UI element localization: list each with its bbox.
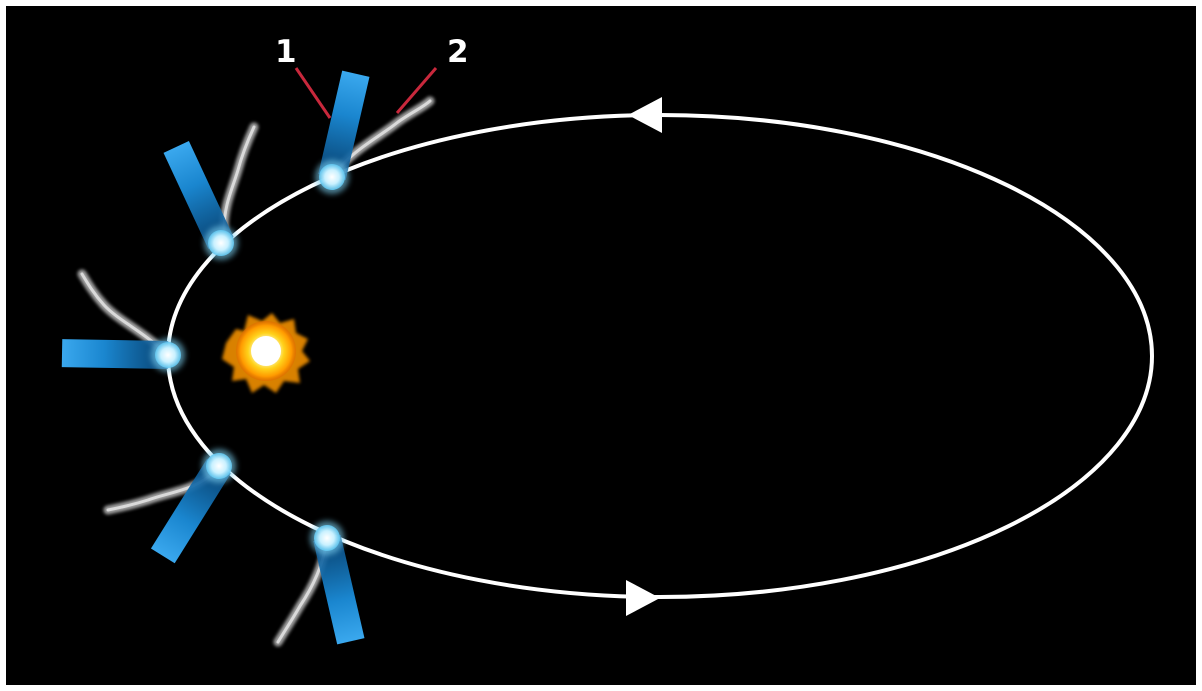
comet-icon [103,443,242,565]
orbit-direction-arrow-icon [628,97,662,133]
orbit-direction-arrow-icon [626,580,660,616]
label-1-leader-line [294,67,332,119]
comet-icon [62,269,186,372]
comet-icon [312,70,435,197]
label-ion-tail: 1 [275,34,297,70]
label-dust-tail: 2 [447,34,469,70]
sun-icon [222,313,310,393]
comet-icon [273,518,367,647]
comet-icon [161,122,259,266]
label-2-leader-line [395,67,438,114]
